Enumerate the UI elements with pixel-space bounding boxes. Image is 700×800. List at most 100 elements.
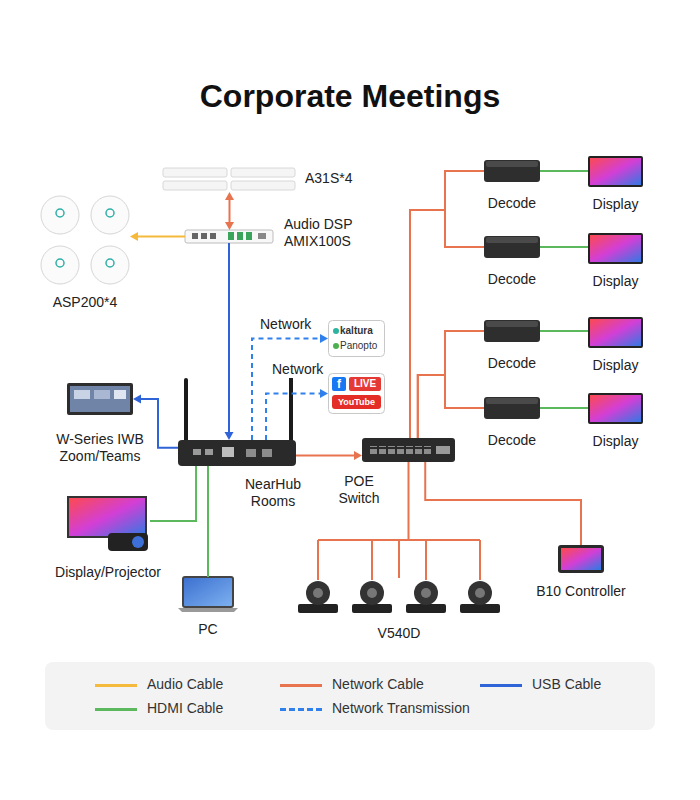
device-label: POE Switch: [324, 473, 394, 507]
arrow-head: [225, 432, 234, 440]
cable-connector: [208, 466, 209, 577]
arrow-head: [130, 232, 138, 241]
projector-screen: [68, 497, 148, 551]
device-node: Decode: [484, 397, 540, 419]
device-node: Decode: [484, 236, 540, 258]
cable-line: [207, 466, 209, 577]
device-node: A31S*4: [163, 166, 296, 192]
cable-connector: [418, 375, 484, 438]
cable-line: [418, 331, 484, 438]
device-node: PC: [178, 577, 238, 613]
laptop: [178, 577, 238, 612]
cable-line: [540, 407, 588, 409]
legend-swatch: [480, 684, 522, 687]
legend-swatch: [280, 684, 322, 687]
cable-connector: [425, 462, 581, 545]
cable-line: [425, 462, 581, 545]
nearhub-box: [178, 372, 296, 466]
arrow-head: [354, 451, 362, 460]
cable-line: [252, 339, 322, 441]
interactive-whiteboard: [67, 383, 133, 415]
device-label: V540D: [349, 625, 449, 642]
cable-line: [540, 330, 588, 332]
device-label: YouTube: [332, 396, 381, 408]
device-label: Decode: [470, 355, 554, 372]
cable-connector: [130, 232, 185, 241]
device-label: Audio DSP AMIX100S: [284, 216, 370, 250]
device-node: Decode: [484, 160, 540, 182]
legend-text: Network Transmission: [332, 700, 470, 717]
device-label: Display/Projector: [26, 564, 190, 581]
cable-connector: [410, 210, 484, 438]
legend-swatch: [95, 684, 137, 687]
cable-connector: [540, 331, 588, 332]
cable-connector: [296, 451, 362, 460]
cable-line: [136, 236, 185, 238]
device-label: LIVE: [349, 377, 381, 391]
device-label: Display: [574, 273, 657, 290]
device-node: Display: [588, 317, 643, 348]
device-node: Decode: [484, 320, 540, 342]
device-node: NearHub Rooms: [178, 440, 296, 466]
cable-line: [229, 198, 231, 224]
legend-text: Audio Cable: [147, 676, 223, 693]
cable-connector: [540, 247, 588, 248]
arrow-head: [320, 334, 328, 343]
edge-label: Network: [258, 316, 313, 333]
arrow-head: [320, 389, 328, 398]
cable-line: [150, 466, 196, 521]
device-node: B10 Controller: [558, 545, 604, 573]
legend-text: HDMI Cable: [147, 700, 223, 717]
device-node: V540D: [295, 578, 503, 614]
device-label: B10 Controller: [523, 583, 639, 600]
device-node: fLIVE YouTube: [328, 373, 385, 414]
device-label: Display: [574, 357, 657, 374]
cable-line: [410, 171, 484, 438]
cable-connector: [150, 466, 196, 521]
device-node: W-Series IWB Zoom/Teams: [67, 383, 133, 415]
ptz-cameras: [298, 581, 500, 613]
cable-line: [228, 243, 230, 434]
device-label: Display: [574, 196, 657, 213]
diagram-title: Corporate Meetings: [0, 78, 700, 115]
legend-panel: [45, 662, 655, 730]
device-label: Display: [574, 433, 657, 450]
device-node: Display/Projector: [66, 495, 150, 553]
device-label: f: [332, 377, 346, 391]
cable-connector: [540, 171, 588, 172]
device-label: Decode: [470, 432, 554, 449]
cable-line: [139, 399, 178, 448]
edge-label: Network: [270, 361, 325, 378]
device-label: Decode: [470, 271, 554, 288]
legend-text: USB Cable: [532, 676, 601, 693]
cable-connector: [540, 408, 588, 409]
device-node: kalturaPanopto: [328, 320, 385, 357]
cable-line: [266, 394, 322, 441]
audio-dsp: [185, 230, 273, 243]
device-label: Decode: [470, 195, 554, 212]
cable-line: [399, 462, 409, 578]
cable-connector: [399, 462, 409, 578]
cable-line: [540, 170, 588, 172]
cable-connector: [266, 389, 328, 440]
device-label: NearHub Rooms: [233, 476, 313, 510]
cable-connector: [225, 192, 234, 230]
ceiling-mic: [41, 196, 129, 284]
arrow-head: [225, 222, 234, 230]
device-label: kaltura: [340, 324, 384, 337]
cable-connector: [252, 334, 328, 440]
device-node: Display: [588, 156, 643, 187]
cable-line: [418, 375, 484, 438]
device-label: PC: [178, 621, 238, 638]
arrow-head: [133, 395, 141, 404]
device-node: Display: [588, 233, 643, 264]
device-label: Panopto: [340, 339, 384, 352]
cable-connector: [225, 243, 234, 440]
cable-line: [410, 210, 484, 438]
legend-swatch: [280, 708, 322, 711]
device-node: ASP200*4: [40, 195, 130, 285]
cable-connector: [410, 171, 484, 438]
device-label: A31S*4: [305, 170, 385, 187]
cable-line: [296, 455, 356, 457]
device-node: Audio DSP AMIX100S: [185, 230, 273, 243]
